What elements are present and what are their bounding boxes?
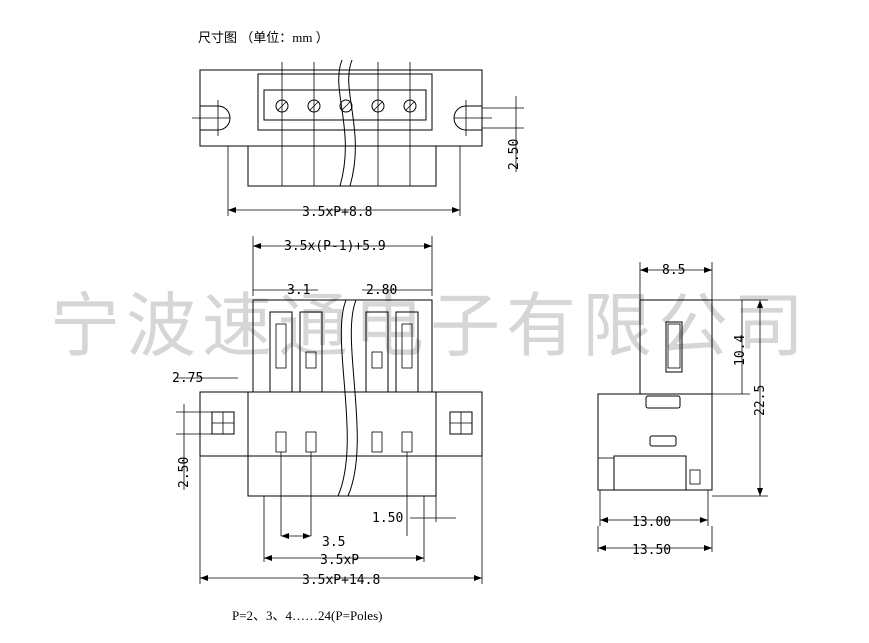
terminal-screws	[275, 99, 417, 113]
dim-front-span: 3.5xP	[320, 553, 359, 568]
side-view: 8.5 10.4 22.5 13.00 13.50	[597, 262, 768, 558]
dim-front-total: 3.5xP+14.8	[302, 573, 380, 588]
drawing-title: 尺寸图 （单位：mm ）	[198, 30, 329, 45]
top-view: 3.5xP+8.8 2.50	[192, 59, 524, 220]
watermark: 宁波速通电子有限公司	[50, 285, 810, 367]
dim-side-total: 13.50	[632, 543, 671, 558]
dim-front-right-pitch: 2.80	[366, 283, 397, 298]
dim-front-left-height: 2.50	[177, 457, 192, 488]
dim-side-base: 13.00	[632, 515, 671, 530]
dim-side-upper: 10.4	[733, 335, 748, 366]
dim-side-top: 8.5	[662, 263, 685, 278]
dim-top-right: 2.50	[507, 139, 522, 170]
dim-front-pitch: 3.5	[322, 535, 345, 550]
front-view: 3.5x(P-1)+5.9 3.1 2.80	[172, 236, 483, 588]
dim-front-left-pitch: 3.1	[287, 283, 310, 298]
dim-side-height: 22.5	[753, 385, 768, 416]
poles-note: P=2、3、4……24(P=Poles)	[232, 608, 382, 623]
dim-front-top: 3.5x(P-1)+5.9	[284, 239, 386, 254]
dim-front-left-offset: 2.75	[172, 371, 203, 386]
dim-front-flange: 1.50	[372, 511, 403, 526]
dim-top-width: 3.5xP+8.8	[302, 205, 372, 220]
